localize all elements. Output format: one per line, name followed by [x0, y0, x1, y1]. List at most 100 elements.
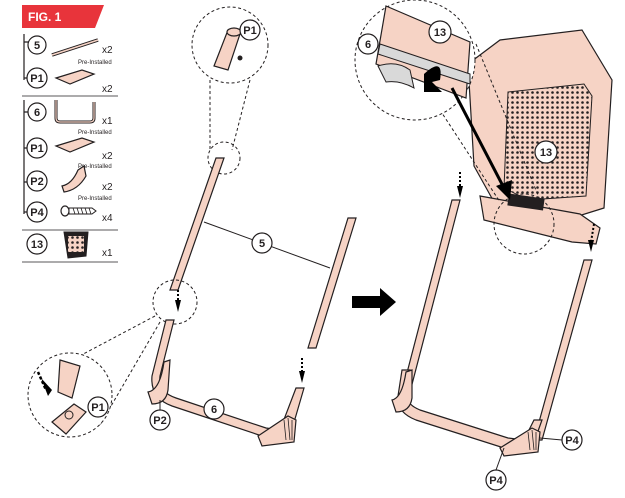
- part-qty: x2: [102, 45, 113, 56]
- foot-p2-left: [147, 359, 171, 405]
- part-note: Pre-Installed: [78, 60, 112, 66]
- part-id-badge: [27, 102, 47, 122]
- part-id: P4: [30, 207, 44, 219]
- strap-detail: [377, 43, 471, 85]
- figure-label-banner: [22, 5, 104, 28]
- detail-leader: [439, 109, 501, 203]
- step-2-assembly: 13 6 13 P4 P4: [354, 0, 613, 491]
- parts-list: 5 x2 Pre-Installed P1 x2 6 x1 Pre-Instal…: [22, 34, 118, 263]
- callout-leader: [495, 447, 505, 471]
- callout-13-seat: 13: [540, 147, 552, 159]
- part-id-badge: [26, 233, 48, 255]
- callout-badge: [251, 232, 273, 254]
- foot-p2-right: [257, 415, 297, 447]
- part-qty: x1: [102, 248, 113, 259]
- part-id: P1: [30, 73, 43, 85]
- callout-badge: [239, 19, 261, 41]
- callout-p4-bottom: P4: [489, 475, 503, 487]
- callout-13-detail: 13: [434, 27, 446, 39]
- part-id: 5: [34, 40, 40, 52]
- u-frame-icon: [54, 100, 96, 124]
- part-row-p4: P4 x4: [26, 201, 113, 224]
- cap-detail: [226, 27, 242, 37]
- part-note: Pre-Installed: [78, 130, 112, 136]
- figure-title: FIG. 1: [28, 10, 62, 24]
- part-qty: x2: [102, 84, 113, 95]
- detail-target-bottom: [152, 279, 198, 325]
- tube-icon-fill: [51, 39, 99, 56]
- arrow-down-icon: [496, 180, 512, 200]
- detail-leader: [231, 79, 251, 151]
- callout-badge: [534, 140, 558, 164]
- part-row-p1-b: P1 x2 Pre-Installed: [26, 137, 113, 170]
- part-row-5: 5 x2 Pre-Installed: [27, 35, 113, 66]
- tube-end-detail: [57, 359, 81, 399]
- part-qty: x2: [102, 151, 113, 162]
- tube-5-right: [307, 217, 357, 349]
- part-id-badge: [26, 170, 48, 192]
- part-id-badge: [27, 35, 47, 55]
- end-cap-icon: [54, 69, 96, 85]
- tube-5-right-step2: [533, 259, 593, 441]
- callout-p1-bottom: P1: [91, 402, 104, 414]
- step-1-assembly: P1 5 P1 P2: [27, 6, 357, 447]
- foot-icon: [61, 165, 87, 193]
- screw-head-icon: [60, 205, 70, 217]
- strap-loop-detail: [377, 63, 415, 89]
- part-row-p1-a: P1 x2: [26, 67, 113, 95]
- part-qty: x2: [102, 182, 113, 193]
- part-qty: x1: [102, 116, 113, 127]
- callout-6: 6: [211, 404, 217, 416]
- part-id-badge: [26, 67, 48, 89]
- callout-p1-top: P1: [243, 25, 256, 37]
- part-qty: x4: [102, 213, 113, 224]
- part-id: 13: [31, 239, 43, 251]
- tube-5-left: [169, 157, 225, 291]
- arrow-shaft: [450, 87, 506, 189]
- next-step-arrow-icon: [352, 288, 396, 316]
- button-pin-icon: [64, 410, 74, 420]
- arrow-down-icon: [588, 240, 594, 252]
- foot-grip-lines: [527, 429, 537, 451]
- part-id: P1: [30, 143, 43, 155]
- u-frame-6: [151, 319, 305, 437]
- callout-badge: [87, 396, 109, 418]
- part-row-13: 13 x1: [26, 231, 113, 259]
- callout-leader: [539, 437, 563, 441]
- figure-label: FIG. 1: [22, 5, 104, 28]
- end-cap-icon: [54, 137, 96, 153]
- callout-badge: [357, 33, 379, 55]
- arrow-down-shaft: [590, 223, 595, 243]
- foot-p4-left: [391, 369, 413, 413]
- detail-target-seat: [493, 193, 555, 255]
- callout-badge: [203, 398, 225, 420]
- seat-bottom-rail: [479, 195, 601, 245]
- part-id-badge: [26, 201, 48, 223]
- callout-p2: P2: [153, 415, 166, 427]
- button-pin-icon: [237, 55, 243, 61]
- seat-icon-mesh: [68, 236, 84, 252]
- arrow-down-icon: [299, 371, 305, 383]
- part-id: 6: [34, 107, 40, 119]
- u-frame-icon-fill: [55, 100, 95, 123]
- part-row-p2: P2 x2 Pre-Installed: [26, 165, 113, 202]
- tube-5-left-step2: [401, 199, 461, 393]
- part-id: P2: [30, 176, 43, 188]
- part-note: Pre-Installed: [78, 164, 112, 170]
- part-id-badge: [26, 137, 48, 159]
- foot-grip-lines: [283, 417, 293, 441]
- part-row-6: 6 x1 Pre-Installed: [27, 100, 113, 136]
- screw-thread: [72, 207, 92, 215]
- callout-p4-right: P4: [565, 435, 579, 447]
- curved-arrow-icon: [424, 66, 442, 92]
- arrow-down-icon: [175, 300, 181, 312]
- detail-leader: [71, 315, 156, 361]
- arrow-down-icon: [457, 186, 463, 198]
- callout-6-detail: 6: [365, 39, 371, 51]
- arrow-down-shaft: [36, 371, 48, 391]
- buckle-logo-icon: [507, 193, 545, 211]
- detail-leader: [475, 43, 541, 201]
- callout-5: 5: [259, 238, 265, 250]
